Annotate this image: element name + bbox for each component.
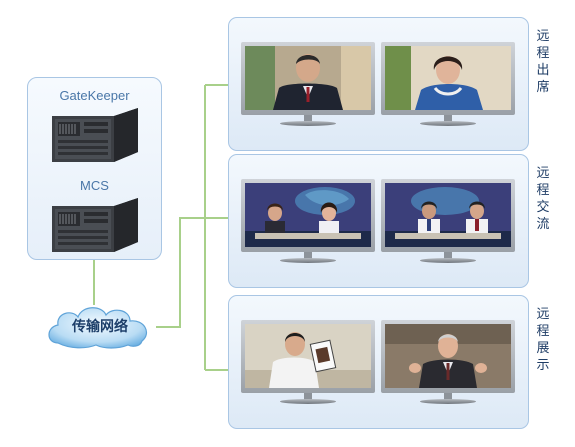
speaker-video-icon: [385, 46, 511, 110]
tv-monitor-right: [381, 42, 515, 134]
mcs-label: MCS: [80, 178, 109, 193]
tv-monitor-right: [381, 320, 515, 412]
panel-remote-attendance: 远程出席: [228, 17, 550, 151]
tv-monitor-right: [381, 179, 515, 271]
tv-monitor-left: [241, 179, 375, 271]
panel-label-remote-attendance: 远程出席: [536, 29, 550, 95]
gatekeeper-server-icon: [52, 108, 138, 162]
presenter-video-icon: [245, 324, 371, 388]
studio-video-icon: [385, 183, 511, 247]
network-to-bus-line: [156, 217, 205, 328]
mcs-server-icon: [52, 198, 138, 252]
speaker-video-icon: [245, 46, 371, 110]
network-cloud-icon: [48, 307, 147, 349]
panel-label-remote-exchange: 远程交流: [536, 166, 550, 232]
tv-monitor-left: [241, 320, 375, 412]
server-group: GateKeeper MCS: [27, 77, 162, 260]
gatekeeper-label: GateKeeper: [59, 88, 130, 103]
tv-monitor-left: [241, 42, 375, 134]
panel-remote-presentation: 远程展示: [228, 295, 550, 429]
panel-label-remote-presentation: 远程展示: [536, 307, 550, 373]
presenter-video-icon: [385, 324, 511, 388]
panel-remote-exchange: 远程交流: [228, 154, 550, 288]
network-label: 传输网络: [72, 319, 128, 335]
studio-video-icon: [245, 183, 371, 247]
